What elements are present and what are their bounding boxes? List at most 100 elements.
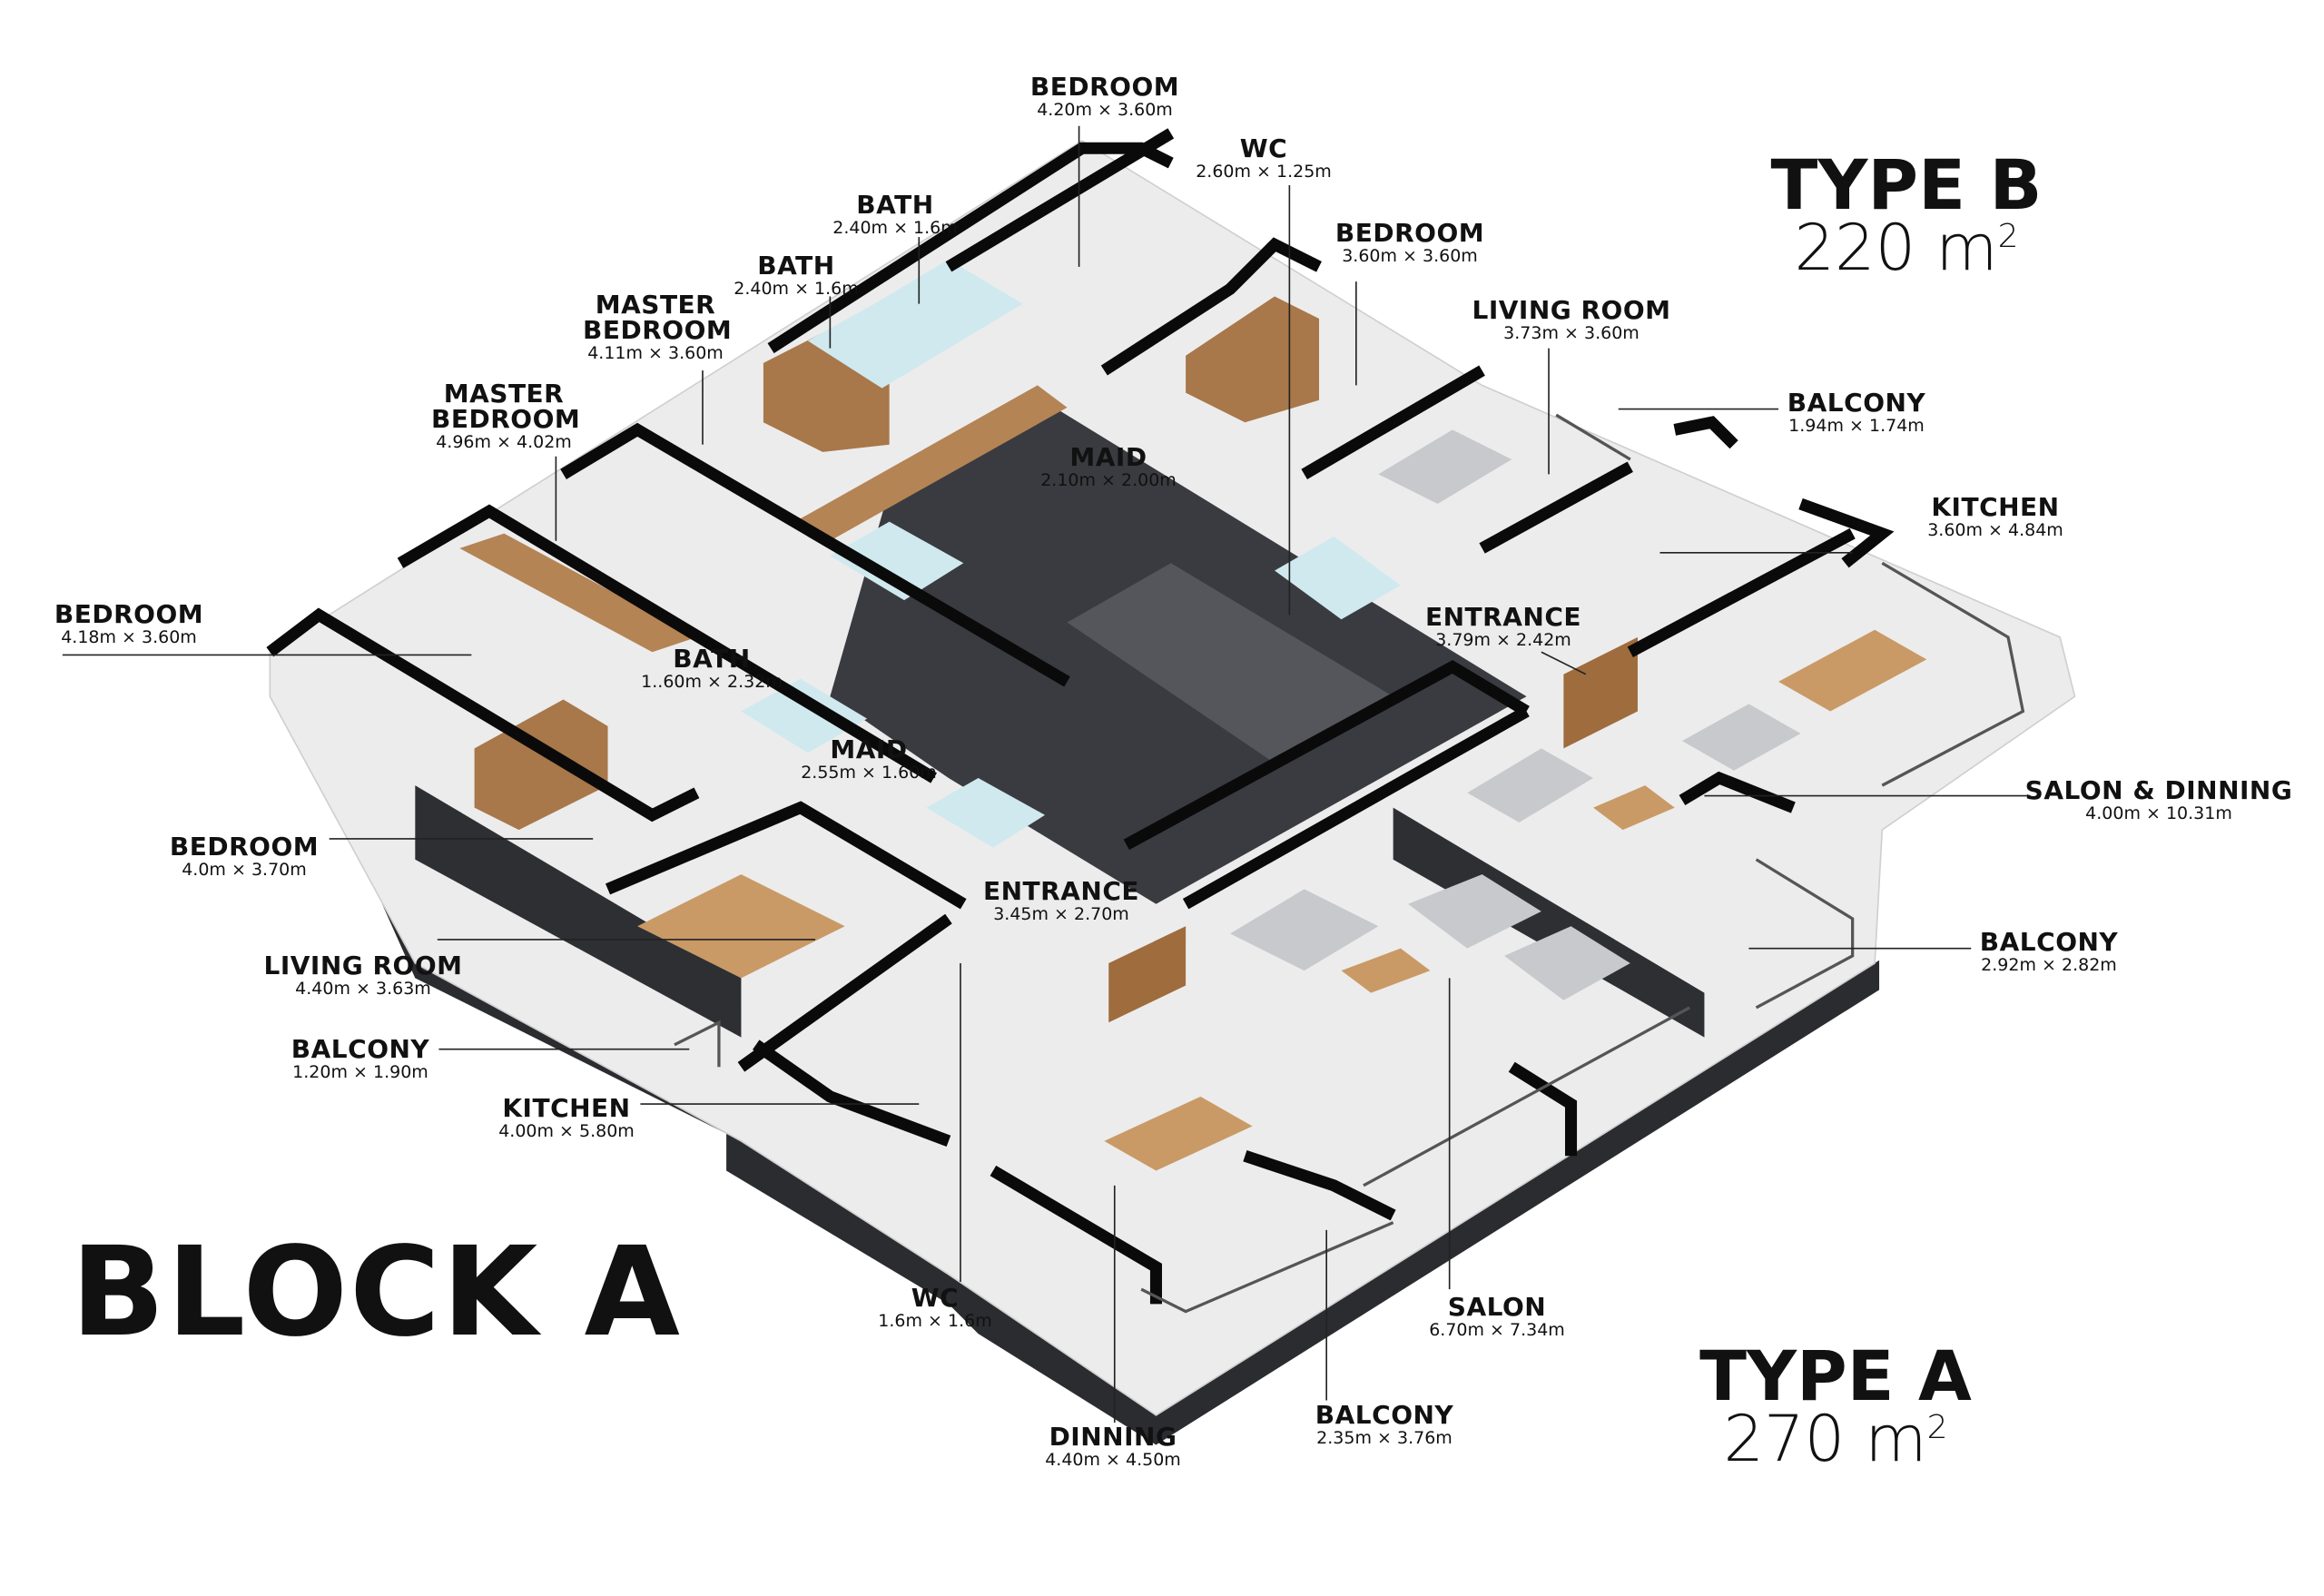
type-area: 220 m2: [1771, 216, 2043, 280]
room-dims: 3.45m × 2.70m: [993, 904, 1129, 924]
bath-floor: [741, 678, 868, 754]
room-name: LIVING ROOM: [263, 951, 463, 980]
sofas: [1230, 429, 1801, 1000]
room-dims: 3.79m × 2.42m: [1435, 630, 1571, 650]
room-name: BALCONY: [290, 1034, 430, 1064]
type-a-heading: TYPE A 270 m2: [1699, 1335, 1972, 1471]
room-dims: 4.40m × 4.50m: [1045, 1450, 1181, 1470]
room-dims: 2.35m × 3.76m: [1316, 1428, 1452, 1448]
room-name: SALON & DINNING: [2024, 775, 2293, 805]
walls: [266, 128, 1895, 1305]
room-dims: 2.40m × 1.6m: [734, 279, 859, 299]
leader-lines: [62, 125, 2031, 1424]
wardrobe: [459, 533, 697, 653]
room-name: SALON: [1447, 1292, 1547, 1322]
room-dims: 1.94m × 1.74m: [1788, 416, 1925, 436]
room-dims: 2.92m × 2.82m: [1981, 955, 2117, 975]
room-dims: 4.18m × 3.60m: [61, 627, 197, 647]
type-name: TYPE B: [1770, 144, 2043, 225]
room-dims: 4.40m × 3.63m: [295, 979, 431, 999]
room-dims: 3.60m × 3.60m: [1342, 246, 1478, 266]
block-title: BLOCK A: [71, 1221, 682, 1364]
room-name: WC: [1239, 133, 1288, 163]
room-name: MAID: [830, 734, 908, 764]
room-name: ENTRANCE: [983, 876, 1139, 906]
room-name: MAID: [1069, 442, 1147, 472]
type-name: TYPE A: [1699, 1335, 1972, 1416]
room-dims: 2.10m × 2.00m: [1040, 470, 1177, 490]
railings: [674, 413, 2025, 1314]
bath-floor: [830, 521, 964, 601]
wardrobe: [800, 385, 1068, 541]
room-name: MASTER BEDROOM: [431, 379, 581, 434]
area-value: 270 m: [1723, 1402, 1927, 1477]
room-name: MASTER BEDROOM: [583, 290, 733, 345]
room-name: BEDROOM: [1334, 218, 1485, 248]
room-name: BALCONY: [1315, 1400, 1454, 1430]
room-dims: 4.11m × 3.60m: [587, 343, 724, 363]
wardrobe: [1186, 296, 1320, 423]
room-dims: 1.6m × 1.6m: [878, 1311, 992, 1331]
bath-floor: [1275, 536, 1401, 620]
room-name: BATH: [673, 644, 751, 674]
room-dims: 4.00m × 5.80m: [498, 1121, 635, 1141]
wardrobe: [1108, 926, 1187, 1023]
type-area: 270 m2: [1699, 1407, 1972, 1471]
room-name: WC: [911, 1283, 960, 1313]
room-name: BALCONY: [1979, 927, 2119, 957]
bath-floor: [926, 777, 1046, 848]
room-dims: 2.55m × 1.60m: [801, 763, 937, 783]
dark-wall: [415, 785, 742, 1038]
room-dims: 2.60m × 1.25m: [1196, 162, 1332, 182]
room-name: BEDROOM: [1029, 72, 1180, 102]
room-name: BALCONY: [1787, 388, 1926, 418]
room-dims: 1.20m × 1.90m: [292, 1062, 428, 1082]
bath-floor: [807, 303, 949, 389]
room-dims: 4.00m × 10.31m: [2085, 803, 2232, 823]
room-name: BEDROOM: [169, 832, 320, 862]
area-value: 220 m: [1794, 211, 1998, 286]
area-unit-sup: 2: [1997, 218, 2019, 256]
room-dims: 6.70m × 7.34m: [1429, 1320, 1565, 1340]
room-name: LIVING ROOM: [1472, 295, 1671, 325]
stair-core-light: [1067, 563, 1393, 764]
dark-wall: [1393, 807, 1705, 1038]
room-name: KITCHEN: [502, 1093, 631, 1123]
type-b-heading: TYPE B 220 m2: [1770, 144, 2043, 280]
room-dims: 1..60m × 2.32m: [641, 672, 783, 692]
room-dims: 2.40m × 1.6m: [832, 218, 958, 238]
room-name: BATH: [856, 190, 934, 220]
bath-floor: [874, 259, 1023, 349]
area-unit-sup: 2: [1926, 1409, 1948, 1447]
room-dims: 3.73m × 3.60m: [1503, 323, 1640, 343]
room-dims: 4.96m × 4.02m: [436, 432, 572, 452]
room-dims: 4.0m × 3.70m: [182, 860, 307, 880]
